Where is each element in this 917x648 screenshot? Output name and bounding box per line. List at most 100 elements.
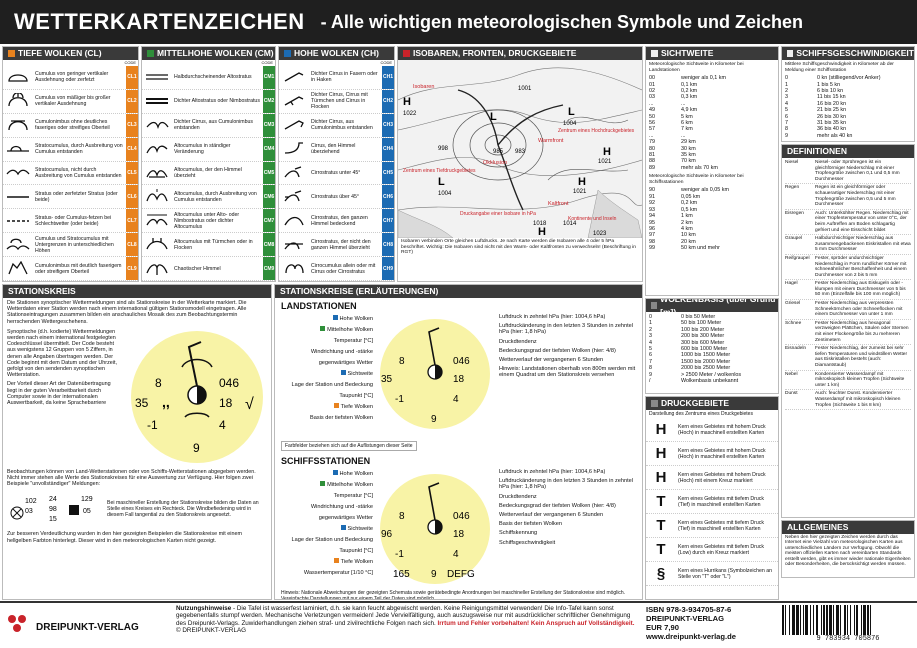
section-header: TIEFE WOLKEN (CL) xyxy=(3,47,138,60)
cloud-code: CM8 xyxy=(263,233,275,257)
page-title: WETTERKARTENZEICHEN xyxy=(14,9,305,34)
pressure-description: Kern eines Gebietes mit hohem Druck (Hoc… xyxy=(678,471,766,484)
pressure-symbol-icon: H xyxy=(655,469,667,486)
cloud-code: CL4 xyxy=(126,137,138,161)
svg-text:DEFG: DEFG xyxy=(447,569,475,580)
station-model: 8 046 35 ,, 18 √ -1 4 9 xyxy=(131,330,263,463)
station-label: Basis der tiefsten Wolken xyxy=(499,521,563,528)
cloud-code: CM9 xyxy=(263,257,275,281)
cloud-symbol-icon xyxy=(142,141,172,157)
table-value: 4,9 km xyxy=(681,107,698,114)
svg-text:18: 18 xyxy=(453,529,465,540)
table-code: 96 xyxy=(649,225,655,232)
svg-text:H: H xyxy=(538,226,546,238)
table-value: 7 km xyxy=(681,126,693,133)
definition-term: Schnee xyxy=(785,320,802,326)
cloud-row: Cirrostratus, den ganzen Himmel bedecken… xyxy=(279,209,394,234)
section-mid-clouds: MITTELHOHE WOLKEN (CM) CODE Halbdurchsch… xyxy=(141,46,276,282)
pressure-symbol-icon: § xyxy=(656,565,666,582)
table-code: ... xyxy=(649,100,654,107)
cloud-code: CM7 xyxy=(263,209,275,233)
cloud-symbol-icon xyxy=(279,165,309,181)
station-label: Schiffsgeschwindigkeit xyxy=(499,539,556,546)
cloud-row: Stratus- oder Cumulus-fetzen bei Schlech… xyxy=(3,209,138,234)
station-label: Hohe Wolken xyxy=(275,469,373,480)
cloud-row: Cumulus und Stratocumulus mit Untergrenz… xyxy=(3,233,138,258)
table-code: / xyxy=(649,378,651,385)
table-code: 97 xyxy=(649,232,655,239)
station-label: Luftdruck in zehntel hPa (hier: 1004,6 h… xyxy=(499,469,606,475)
cloud-code: CM5 xyxy=(263,161,275,185)
definition-term: Eisnadeln xyxy=(785,346,807,352)
table-code: 92 xyxy=(649,200,655,207)
station-label: Hinweis: Landstationen oberhalb von 800m… xyxy=(499,366,636,379)
cloud-row: Cirrocumulus allein oder mit Cirrus oder… xyxy=(279,257,394,281)
cloud-description: Dichter Cirrus, aus Cumulonimbus entstan… xyxy=(311,119,373,132)
pressure-symbol-icon: T xyxy=(656,493,666,510)
station-example-1: 102 03 xyxy=(10,498,37,520)
cloud-row: Altocumulus mit Türmchen oder in Flocken… xyxy=(142,233,275,258)
section-header: ISOBAREN, FRONTEN, DRUCKGEBIETE xyxy=(398,47,642,60)
cloud-code: CH1 xyxy=(382,66,394,89)
table-value: > 2500 Meter / wolkenlos xyxy=(681,371,742,378)
color-key-icon xyxy=(332,470,338,475)
table-code: 1 xyxy=(649,320,652,327)
table-code: 94 xyxy=(649,213,655,220)
cloud-symbol-icon xyxy=(279,213,309,229)
station-label: Temperatur [°C] xyxy=(333,493,373,499)
cloud-symbol-icon xyxy=(142,93,172,109)
section-header: STATIONSKREIS xyxy=(3,285,271,298)
table-value: weniger als 0,1 km xyxy=(681,75,726,82)
table-code: 93 xyxy=(649,206,655,213)
page-subtitle: - Alle wichtigen meteorologischen Symbol… xyxy=(320,11,804,32)
station-label: Luftdruck in zehntel hPa (hier: 1004,6 h… xyxy=(499,314,606,320)
visibility-table: Meteorologische Sichtweite in Kilometer … xyxy=(646,60,778,254)
table-value: 0,1 km xyxy=(681,81,698,88)
cloud-description: Altocumulus, der den Himmel überzieht xyxy=(174,167,242,179)
definition-text: Regen ist ein gleichförmiger oder schaue… xyxy=(815,185,896,208)
color-key-icon xyxy=(332,315,338,320)
cloud-code: CH5 xyxy=(382,161,394,185)
definition-text: Fester Niederschlag aus Eiskugeln oder -… xyxy=(815,281,906,298)
table-row: /Wolkenbasis unbekannt xyxy=(649,378,775,384)
table-value: 35 km xyxy=(681,152,696,159)
table-code: 81 xyxy=(649,152,655,159)
pressure-description: Kern eines Hurrikans (Symbolzeichen an S… xyxy=(678,567,772,580)
station-label: Wassertemperatur [1/10 °C] xyxy=(303,570,373,576)
table-code: 8 xyxy=(649,365,652,372)
table-value: 16 bis 20 kn xyxy=(817,100,847,107)
table-value: 1500 bis 2000 Meter xyxy=(681,358,731,365)
svg-text:35: 35 xyxy=(135,396,149,410)
cloud-symbol-icon xyxy=(142,188,172,205)
station-label: Temperatur [°C] xyxy=(333,338,373,344)
svg-text:H: H xyxy=(603,146,611,158)
svg-text:05: 05 xyxy=(83,508,91,515)
cloud-code: CM4 xyxy=(263,137,275,161)
cloud-row: Altocumulus, durch Ausbreitung von Cumul… xyxy=(142,185,275,210)
svg-text:4: 4 xyxy=(453,549,459,560)
section-ship-speed: SCHIFFSGESCHWINDIGKEIT Mittlere Schiffsg… xyxy=(781,46,915,142)
station-label: Sichtweite xyxy=(275,369,373,380)
station-label: Lage der Station und Bedeckung xyxy=(291,382,373,388)
table-code: 3 xyxy=(649,333,652,340)
